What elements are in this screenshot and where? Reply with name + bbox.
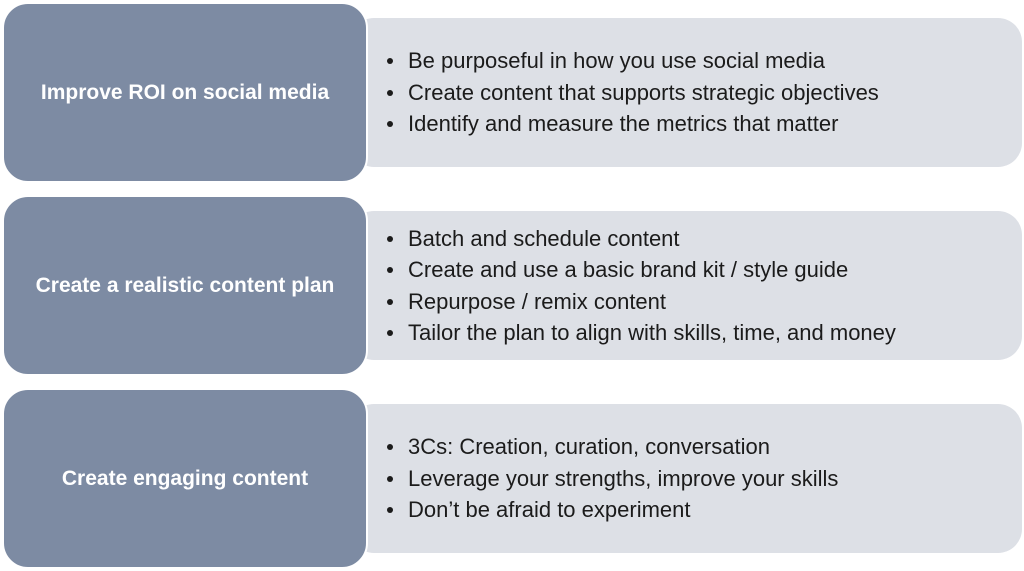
label-content-plan: Create a realistic content plan — [35, 273, 335, 297]
row-engaging-content: 3Cs: Creation, curation, conversation Le… — [0, 388, 1024, 569]
bullet-item: Leverage your strengths, improve your sk… — [386, 463, 838, 495]
bullet-list-engaging-content: 3Cs: Creation, curation, conversation Le… — [386, 431, 838, 526]
bullet-item: Tailor the plan to align with skills, ti… — [387, 317, 896, 349]
bullet-item: Don’t be afraid to experiment — [386, 494, 838, 526]
bullet-list-content-plan: Batch and schedule content Create and us… — [387, 223, 896, 349]
content-box-roi: Be purposeful in how you use social medi… — [350, 18, 1022, 167]
label-engaging-content: Create engaging content — [61, 466, 309, 490]
bullet-item: Be purposeful in how you use social medi… — [387, 45, 879, 77]
row-roi: Be purposeful in how you use social medi… — [0, 2, 1024, 183]
bullet-item: Batch and schedule content — [387, 223, 896, 255]
bullet-item: 3Cs: Creation, curation, conversation — [386, 431, 838, 463]
label-roi: Improve ROI on social media — [40, 80, 330, 104]
label-box-roi: Improve ROI on social media — [2, 2, 368, 183]
bullet-item: Create content that supports strategic o… — [387, 77, 879, 109]
label-box-engaging-content: Create engaging content — [2, 388, 368, 569]
content-box-content-plan: Batch and schedule content Create and us… — [350, 211, 1022, 360]
content-box-engaging-content: 3Cs: Creation, curation, conversation Le… — [350, 404, 1022, 553]
bullet-item: Identify and measure the metrics that ma… — [387, 108, 879, 140]
bullet-item: Create and use a basic brand kit / style… — [387, 254, 896, 286]
label-box-content-plan: Create a realistic content plan — [2, 195, 368, 376]
bullet-item: Repurpose / remix content — [387, 286, 896, 318]
bullet-list-roi: Be purposeful in how you use social medi… — [387, 45, 879, 140]
row-content-plan: Batch and schedule content Create and us… — [0, 195, 1024, 376]
